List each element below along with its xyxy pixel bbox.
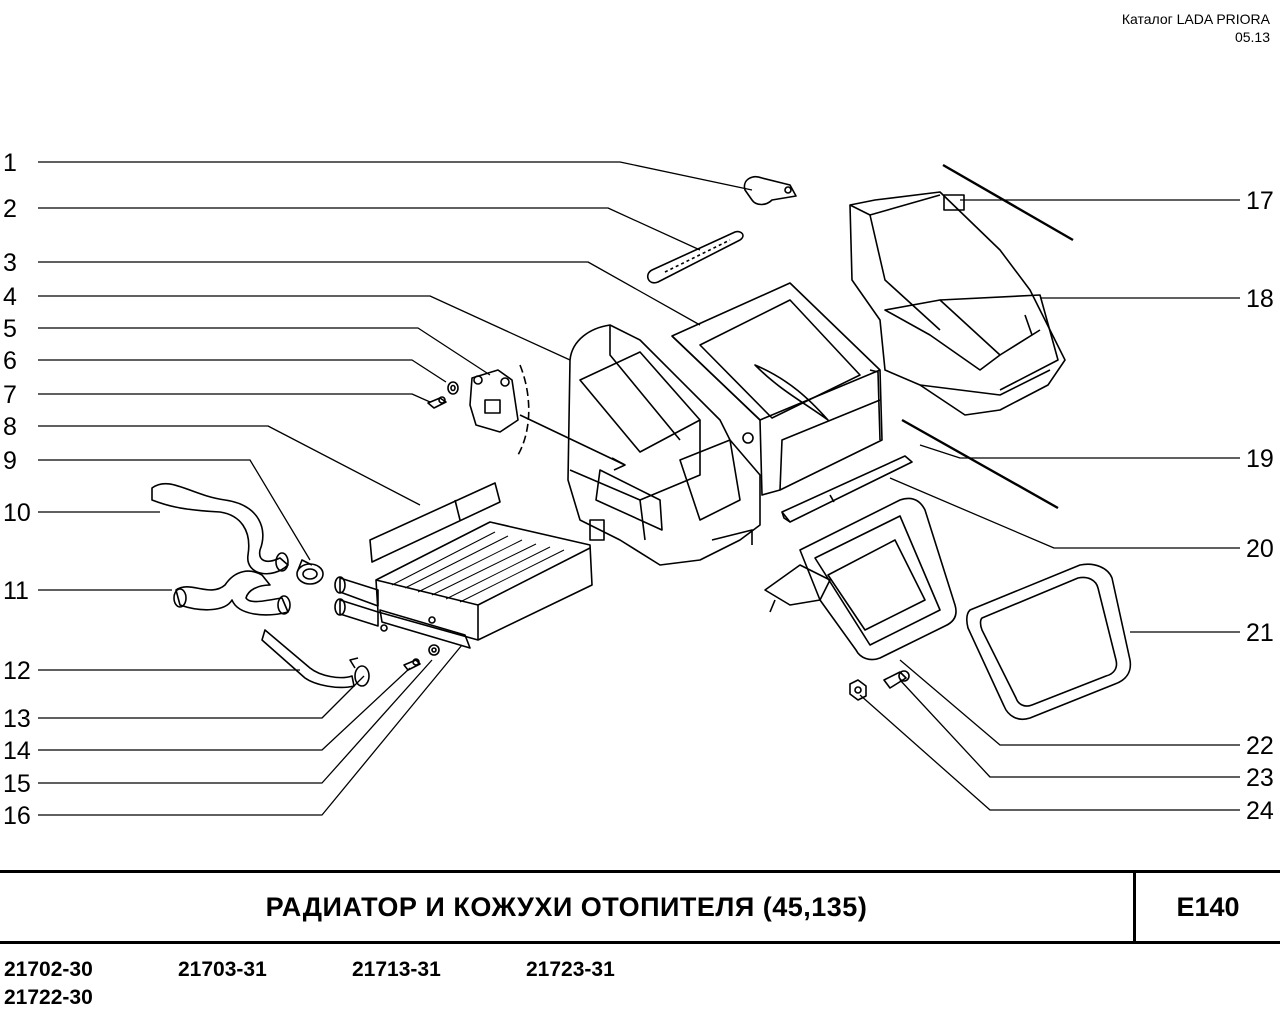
part-2-strap xyxy=(646,230,744,284)
callouts-left: 1 2 3 4 5 6 7 8 9 10 11 12 13 14 15 16 xyxy=(3,149,31,830)
part-10-hose-upper xyxy=(151,482,289,575)
part-13-small-clamp xyxy=(349,657,370,687)
callout-8: 8 xyxy=(3,413,17,441)
part-17-rod xyxy=(942,163,1074,242)
part-12-drain-tube xyxy=(261,629,355,689)
callout-15: 15 xyxy=(3,770,31,798)
callout-16: 16 xyxy=(3,802,31,830)
model-code: 21703-31 xyxy=(178,958,267,981)
callout-7: 7 xyxy=(3,381,17,409)
catalog-header: Каталог LADA PRIORA 05.13 xyxy=(1122,10,1270,46)
parts-diagram: 1 2 3 4 5 6 7 8 9 10 11 12 13 14 15 16 1… xyxy=(3,149,1274,830)
callout-1: 1 xyxy=(3,149,17,177)
part-16-radiator-core xyxy=(334,521,593,649)
callout-24: 24 xyxy=(1246,797,1274,825)
callout-13: 13 xyxy=(3,705,31,733)
part-18-housing-lower xyxy=(849,191,1066,416)
part-11-hose-lower xyxy=(173,570,291,616)
part-9-clamp xyxy=(296,559,324,585)
callout-12: 12 xyxy=(3,657,31,685)
callout-5: 5 xyxy=(3,315,17,343)
callout-21: 21 xyxy=(1246,619,1274,647)
part-21-gasket xyxy=(965,563,1132,721)
section-code: E140 xyxy=(1176,891,1240,922)
callout-10: 10 xyxy=(3,499,31,527)
part-1-clip xyxy=(743,175,797,206)
catalog-name: Каталог LADA PRIORA xyxy=(1121,11,1270,27)
title-divider xyxy=(1133,873,1136,941)
model-code: 21702-30 xyxy=(4,958,93,981)
part-8-seal xyxy=(369,482,501,563)
callout-22: 22 xyxy=(1246,732,1274,760)
part-4-distribution-housing xyxy=(567,324,761,566)
page-title: РАДИАТОР И КОЖУХИ ОТОПИТЕЛЯ (45,135) xyxy=(265,891,868,922)
callout-20: 20 xyxy=(1246,535,1274,563)
callouts-right: 17 18 19 20 21 22 23 24 xyxy=(1246,187,1274,825)
callout-17: 17 xyxy=(1246,187,1274,215)
model-code: 21722-30 xyxy=(4,986,93,1009)
part-6-washer xyxy=(447,381,459,395)
part-3-heater-housing xyxy=(671,282,883,496)
callout-9: 9 xyxy=(3,447,17,475)
part-24-nut xyxy=(849,679,867,701)
part-19-rod xyxy=(901,418,1059,510)
part-15-washer xyxy=(428,644,440,656)
part-5-bracket xyxy=(469,364,626,471)
callout-19: 19 xyxy=(1246,445,1274,473)
title-bar: РАДИАТОР И КОЖУХИ ОТОПИТЕЛЯ (45,135) E14… xyxy=(0,870,1280,944)
callout-14: 14 xyxy=(3,737,31,765)
callout-18: 18 xyxy=(1246,285,1274,313)
callout-6: 6 xyxy=(3,347,17,375)
callout-2: 2 xyxy=(3,195,17,223)
model-code: 21723-31 xyxy=(526,958,615,981)
callout-23: 23 xyxy=(1246,764,1274,792)
catalog-date: 05.13 xyxy=(1234,29,1270,45)
part-14-screw xyxy=(403,658,421,671)
callout-4: 4 xyxy=(3,283,17,311)
leader-lines-right xyxy=(859,199,1240,811)
part-20-seal-strip xyxy=(781,455,913,523)
part-7-screw xyxy=(427,396,447,409)
callout-3: 3 xyxy=(3,249,17,277)
part-22-frame xyxy=(764,497,957,661)
model-code: 21713-31 xyxy=(352,958,441,981)
callout-11: 11 xyxy=(3,577,29,605)
part-23-bolt xyxy=(883,670,910,689)
leader-lines-left xyxy=(38,161,753,816)
